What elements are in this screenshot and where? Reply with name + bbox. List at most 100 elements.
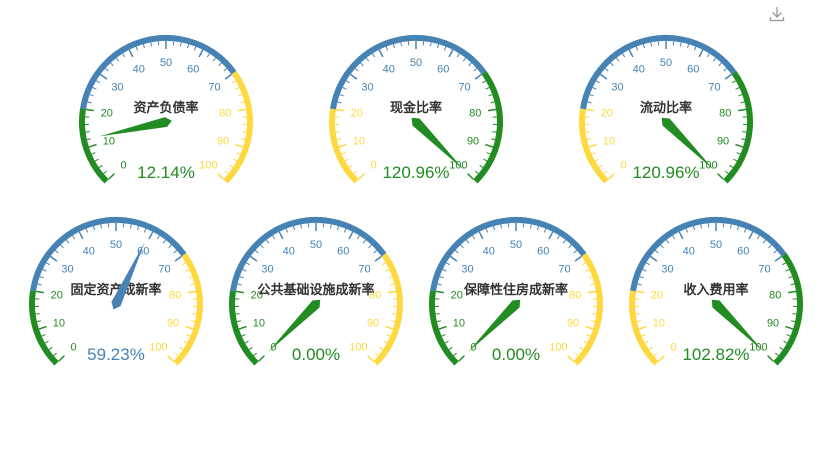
gauge-minor-tick bbox=[446, 263, 449, 265]
gauge-minor-tick bbox=[482, 81, 485, 83]
gauge-major-tick bbox=[168, 356, 174, 362]
gauge-minor-tick bbox=[386, 47, 387, 51]
gauge-value: 12.14% bbox=[137, 163, 195, 182]
gauge-minor-tick bbox=[355, 68, 358, 71]
gauge-minor-tick bbox=[233, 159, 237, 161]
gauge-minor-tick bbox=[183, 341, 187, 343]
gauge-minor-tick bbox=[636, 314, 640, 315]
gauge-tick-label: 70 bbox=[708, 82, 720, 94]
gauge-minor-tick bbox=[645, 341, 649, 343]
gauge-minor-tick bbox=[375, 353, 378, 356]
download-button[interactable] bbox=[768, 5, 786, 23]
gauge-minor-tick bbox=[654, 353, 657, 356]
gauge-minor-tick bbox=[791, 284, 795, 285]
gauge-minor-tick bbox=[236, 314, 240, 315]
gauge-minor-tick bbox=[741, 102, 745, 103]
gauge-minor-tick bbox=[187, 44, 188, 48]
gauge-minor-tick bbox=[241, 102, 245, 103]
gauge-axis-band bbox=[225, 73, 250, 182]
gauge-minor-tick bbox=[786, 270, 790, 272]
gauge-tick-label: 60 bbox=[337, 246, 349, 258]
gauge-minor-tick bbox=[123, 54, 125, 57]
gauge-tick-label: 90 bbox=[167, 318, 179, 330]
gauge-minor-tick bbox=[588, 277, 592, 278]
gauge-minor-tick bbox=[436, 314, 440, 315]
gauge-minor-tick bbox=[769, 245, 772, 248]
gauge-major-tick bbox=[236, 291, 244, 292]
gauge-minor-tick bbox=[583, 341, 587, 343]
gauge-tick-label: 40 bbox=[383, 64, 395, 76]
gauge-minor-tick bbox=[363, 240, 365, 243]
gauge-major-tick bbox=[735, 145, 743, 147]
gauge-major-tick bbox=[738, 109, 746, 110]
gauge-title: 收入费用率 bbox=[683, 282, 748, 298]
gauge-major-tick bbox=[586, 109, 594, 110]
gauge-tick-label: 30 bbox=[61, 264, 73, 276]
gauge-minor-tick bbox=[225, 171, 228, 174]
gauge-minor-tick bbox=[387, 335, 391, 337]
gauge-minor-tick bbox=[673, 236, 675, 239]
gauge-tick-label: 70 bbox=[158, 264, 170, 276]
gauge-major-tick bbox=[450, 256, 456, 261]
gauge-major-tick bbox=[659, 356, 665, 362]
gauge-major-tick bbox=[768, 356, 774, 362]
gauge-tick-label: 10 bbox=[353, 136, 365, 148]
gauge-minor-tick bbox=[445, 341, 449, 343]
gauge-minor-tick bbox=[680, 42, 681, 46]
gauge-tick-label: 90 bbox=[217, 136, 229, 148]
gauge-tick-label: 40 bbox=[483, 246, 495, 258]
gauge-minor-tick bbox=[191, 321, 195, 322]
gauge-minor-tick bbox=[255, 250, 258, 253]
gauge-tick-label: 10 bbox=[103, 136, 115, 148]
gauge-minor-tick bbox=[273, 236, 275, 239]
gauge-minor-tick bbox=[461, 245, 464, 248]
gauge-minor-tick bbox=[238, 284, 242, 285]
gauge-minor-tick bbox=[163, 240, 165, 243]
gauge-minor-tick bbox=[238, 95, 242, 96]
gauge-minor-tick bbox=[694, 47, 695, 51]
gauge-minor-tick bbox=[544, 229, 545, 233]
gauge-minor-tick bbox=[623, 54, 625, 57]
gauge-major-tick bbox=[388, 291, 396, 292]
gauge-minor-tick bbox=[469, 63, 472, 66]
gauge-minor-tick bbox=[45, 341, 49, 343]
gauge-minor-tick bbox=[213, 58, 215, 61]
gauge-major-tick bbox=[279, 232, 283, 239]
gauge-major-tick bbox=[188, 291, 196, 292]
gauge-minor-tick bbox=[382, 263, 385, 265]
gauge-minor-tick bbox=[245, 341, 249, 343]
gauge-minor-tick bbox=[574, 250, 577, 253]
gauge-minor-tick bbox=[386, 270, 390, 272]
gauge-minor-tick bbox=[742, 132, 746, 133]
gauge-minor-tick bbox=[604, 171, 607, 174]
gauge-tick-label: 10 bbox=[453, 318, 465, 330]
gauge-tick-label: 10 bbox=[653, 318, 665, 330]
gauge-minor-tick bbox=[391, 321, 395, 322]
gauge-minor-tick bbox=[43, 270, 47, 272]
gauge-value: 0.00% bbox=[292, 345, 340, 364]
gauge-minor-tick bbox=[187, 335, 191, 337]
gauge-minor-tick bbox=[191, 284, 195, 285]
gauge-minor-tick bbox=[666, 240, 668, 243]
gauge-major-tick bbox=[79, 232, 83, 239]
gauge-minor-tick bbox=[338, 102, 342, 103]
gauge-major-tick bbox=[218, 174, 224, 180]
gauge-major-tick bbox=[349, 232, 353, 239]
gauge-minor-tick bbox=[737, 226, 738, 230]
gauge-minor-tick bbox=[393, 44, 394, 48]
gauge-tick-label: 100 bbox=[149, 341, 167, 353]
gauge-minor-tick bbox=[473, 236, 475, 239]
gauge-minor-tick bbox=[336, 132, 340, 133]
gauge-major-tick bbox=[239, 327, 247, 329]
gauge-major-tick bbox=[350, 74, 356, 79]
gauge-minor-tick bbox=[391, 284, 395, 285]
gauge-axis-band bbox=[375, 255, 400, 364]
gauge-minor-tick bbox=[443, 270, 447, 272]
gauge-tick-label: 100 bbox=[699, 159, 717, 171]
gauge-tick-label: 60 bbox=[437, 64, 449, 76]
gauge-minor-tick bbox=[95, 159, 99, 161]
